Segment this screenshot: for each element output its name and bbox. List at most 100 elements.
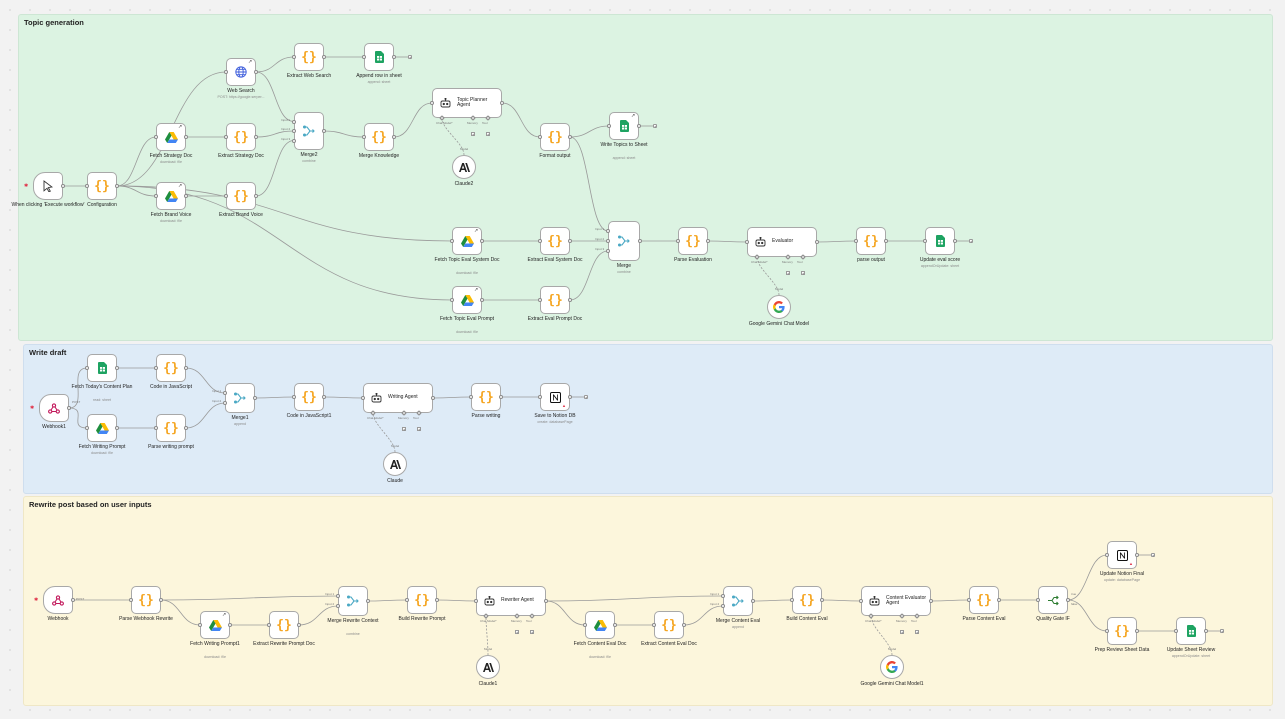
input-port[interactable] [336,604,340,608]
output-port[interactable] [67,406,71,410]
node-merge1[interactable] [225,383,255,413]
input-port[interactable] [223,401,227,405]
output-port[interactable] [568,135,572,139]
input-port[interactable] [154,194,158,198]
output-port[interactable] [997,598,1001,602]
output-port[interactable] [254,135,258,139]
node-gemini1[interactable] [880,655,904,679]
input-port[interactable] [129,598,133,602]
node-code-js[interactable]: {} [156,354,186,382]
input-port[interactable] [583,623,587,627]
input-port[interactable] [362,55,366,59]
input-port[interactable] [1174,629,1178,633]
input-port[interactable] [224,194,228,198]
input-port[interactable] [361,396,365,400]
input-port[interactable] [538,298,542,302]
node-build-rewrite-prompt[interactable]: {} [407,586,437,614]
node-gemini[interactable] [767,295,791,319]
output-port[interactable] [184,194,188,198]
node-webhook[interactable] [43,586,73,614]
add-node-button[interactable]: + [969,239,973,244]
add-subnode-button[interactable]: + [515,630,519,635]
output-port[interactable] [115,366,119,370]
node-extract-content-eval[interactable]: {} [654,611,684,639]
node-fetch-eval-prompt[interactable] [452,286,482,314]
node-manual-trigger[interactable] [33,172,63,200]
input-port[interactable] [790,598,794,602]
add-node-button[interactable]: + [584,395,588,400]
input-port[interactable] [362,135,366,139]
node-extract-strategy-doc[interactable]: {} [226,123,256,151]
input-port[interactable] [967,598,971,602]
add-node-button[interactable]: + [653,124,657,129]
node-format-output[interactable]: {} [540,123,570,151]
output-port[interactable] [392,55,396,59]
sticky-note-topic[interactable]: Topic generation [18,14,1273,341]
node-merge-content-eval[interactable] [723,586,753,616]
output-port[interactable] [706,239,710,243]
output-port[interactable] [751,599,755,603]
input-port[interactable] [224,135,228,139]
input-port[interactable] [223,391,227,395]
output-port[interactable] [682,623,686,627]
node-configuration[interactable]: {} [87,172,117,200]
node-merge-rewrite-context[interactable] [338,586,368,616]
node-writing-agent[interactable]: Writing Agent [363,383,433,413]
output-port[interactable] [254,194,258,198]
output-port[interactable] [228,623,232,627]
output-port[interactable] [820,598,824,602]
node-extract-eval-prompt[interactable]: {} [540,286,570,314]
input-port[interactable] [1105,553,1109,557]
sticky-note-draft[interactable]: Write draft [23,344,1273,494]
node-update-eval[interactable] [925,227,955,255]
output-port[interactable] [184,366,188,370]
input-port[interactable] [198,623,202,627]
add-subnode-button[interactable]: + [530,630,534,635]
output-port[interactable] [322,395,326,399]
input-port[interactable] [652,623,656,627]
node-extract-rewrite-prompt[interactable]: {} [269,611,299,639]
node-merge-knowledge[interactable]: {} [364,123,394,151]
input-port[interactable] [538,239,542,243]
output-port[interactable] [499,395,503,399]
node-extract-web-search[interactable]: {} [294,43,324,71]
add-subnode-button[interactable]: + [900,630,904,635]
output-port[interactable] [1135,553,1139,557]
add-node-button[interactable]: + [408,55,412,60]
input-port[interactable] [292,55,296,59]
input-port[interactable] [450,239,454,243]
output-port[interactable] [480,239,484,243]
input-port[interactable] [292,138,296,143]
input-port[interactable] [430,101,434,105]
output-port[interactable] [929,599,933,603]
input-port[interactable] [721,594,725,598]
output-port[interactable] [297,623,301,627]
input-port[interactable] [923,239,927,243]
node-fetch-content-plan[interactable] [87,354,117,382]
node-build-content-eval[interactable]: {} [792,586,822,614]
output-port[interactable] [115,184,119,188]
input-port[interactable] [292,119,296,124]
node-parse-output[interactable]: {} [856,227,886,255]
node-merge2[interactable] [294,112,324,150]
sticky-note-rewrite[interactable]: Rewrite post based on user inputs [23,496,1273,706]
input-port[interactable] [154,135,158,139]
output-port[interactable] [435,598,439,602]
node-save-notion[interactable] [540,383,570,411]
output-port[interactable] [480,298,484,302]
input-port[interactable] [85,366,89,370]
input-port[interactable] [859,599,863,603]
input-port[interactable] [721,604,725,608]
node-quality-gate[interactable] [1038,586,1068,614]
output-port[interactable] [568,239,572,243]
output-port[interactable] [366,599,370,603]
node-fetch-content-eval[interactable] [585,611,615,639]
node-parse-webhook-rewrite[interactable]: {} [131,586,161,614]
output-port[interactable] [392,135,396,139]
node-topic-planner[interactable]: Topic Planner Agent [432,88,502,118]
node-evaluator[interactable]: Evaluator [747,227,817,257]
node-code-js1[interactable]: {} [294,383,324,411]
output-port[interactable] [71,598,75,602]
node-webhook1[interactable] [39,394,69,422]
node-claude[interactable] [383,452,407,476]
